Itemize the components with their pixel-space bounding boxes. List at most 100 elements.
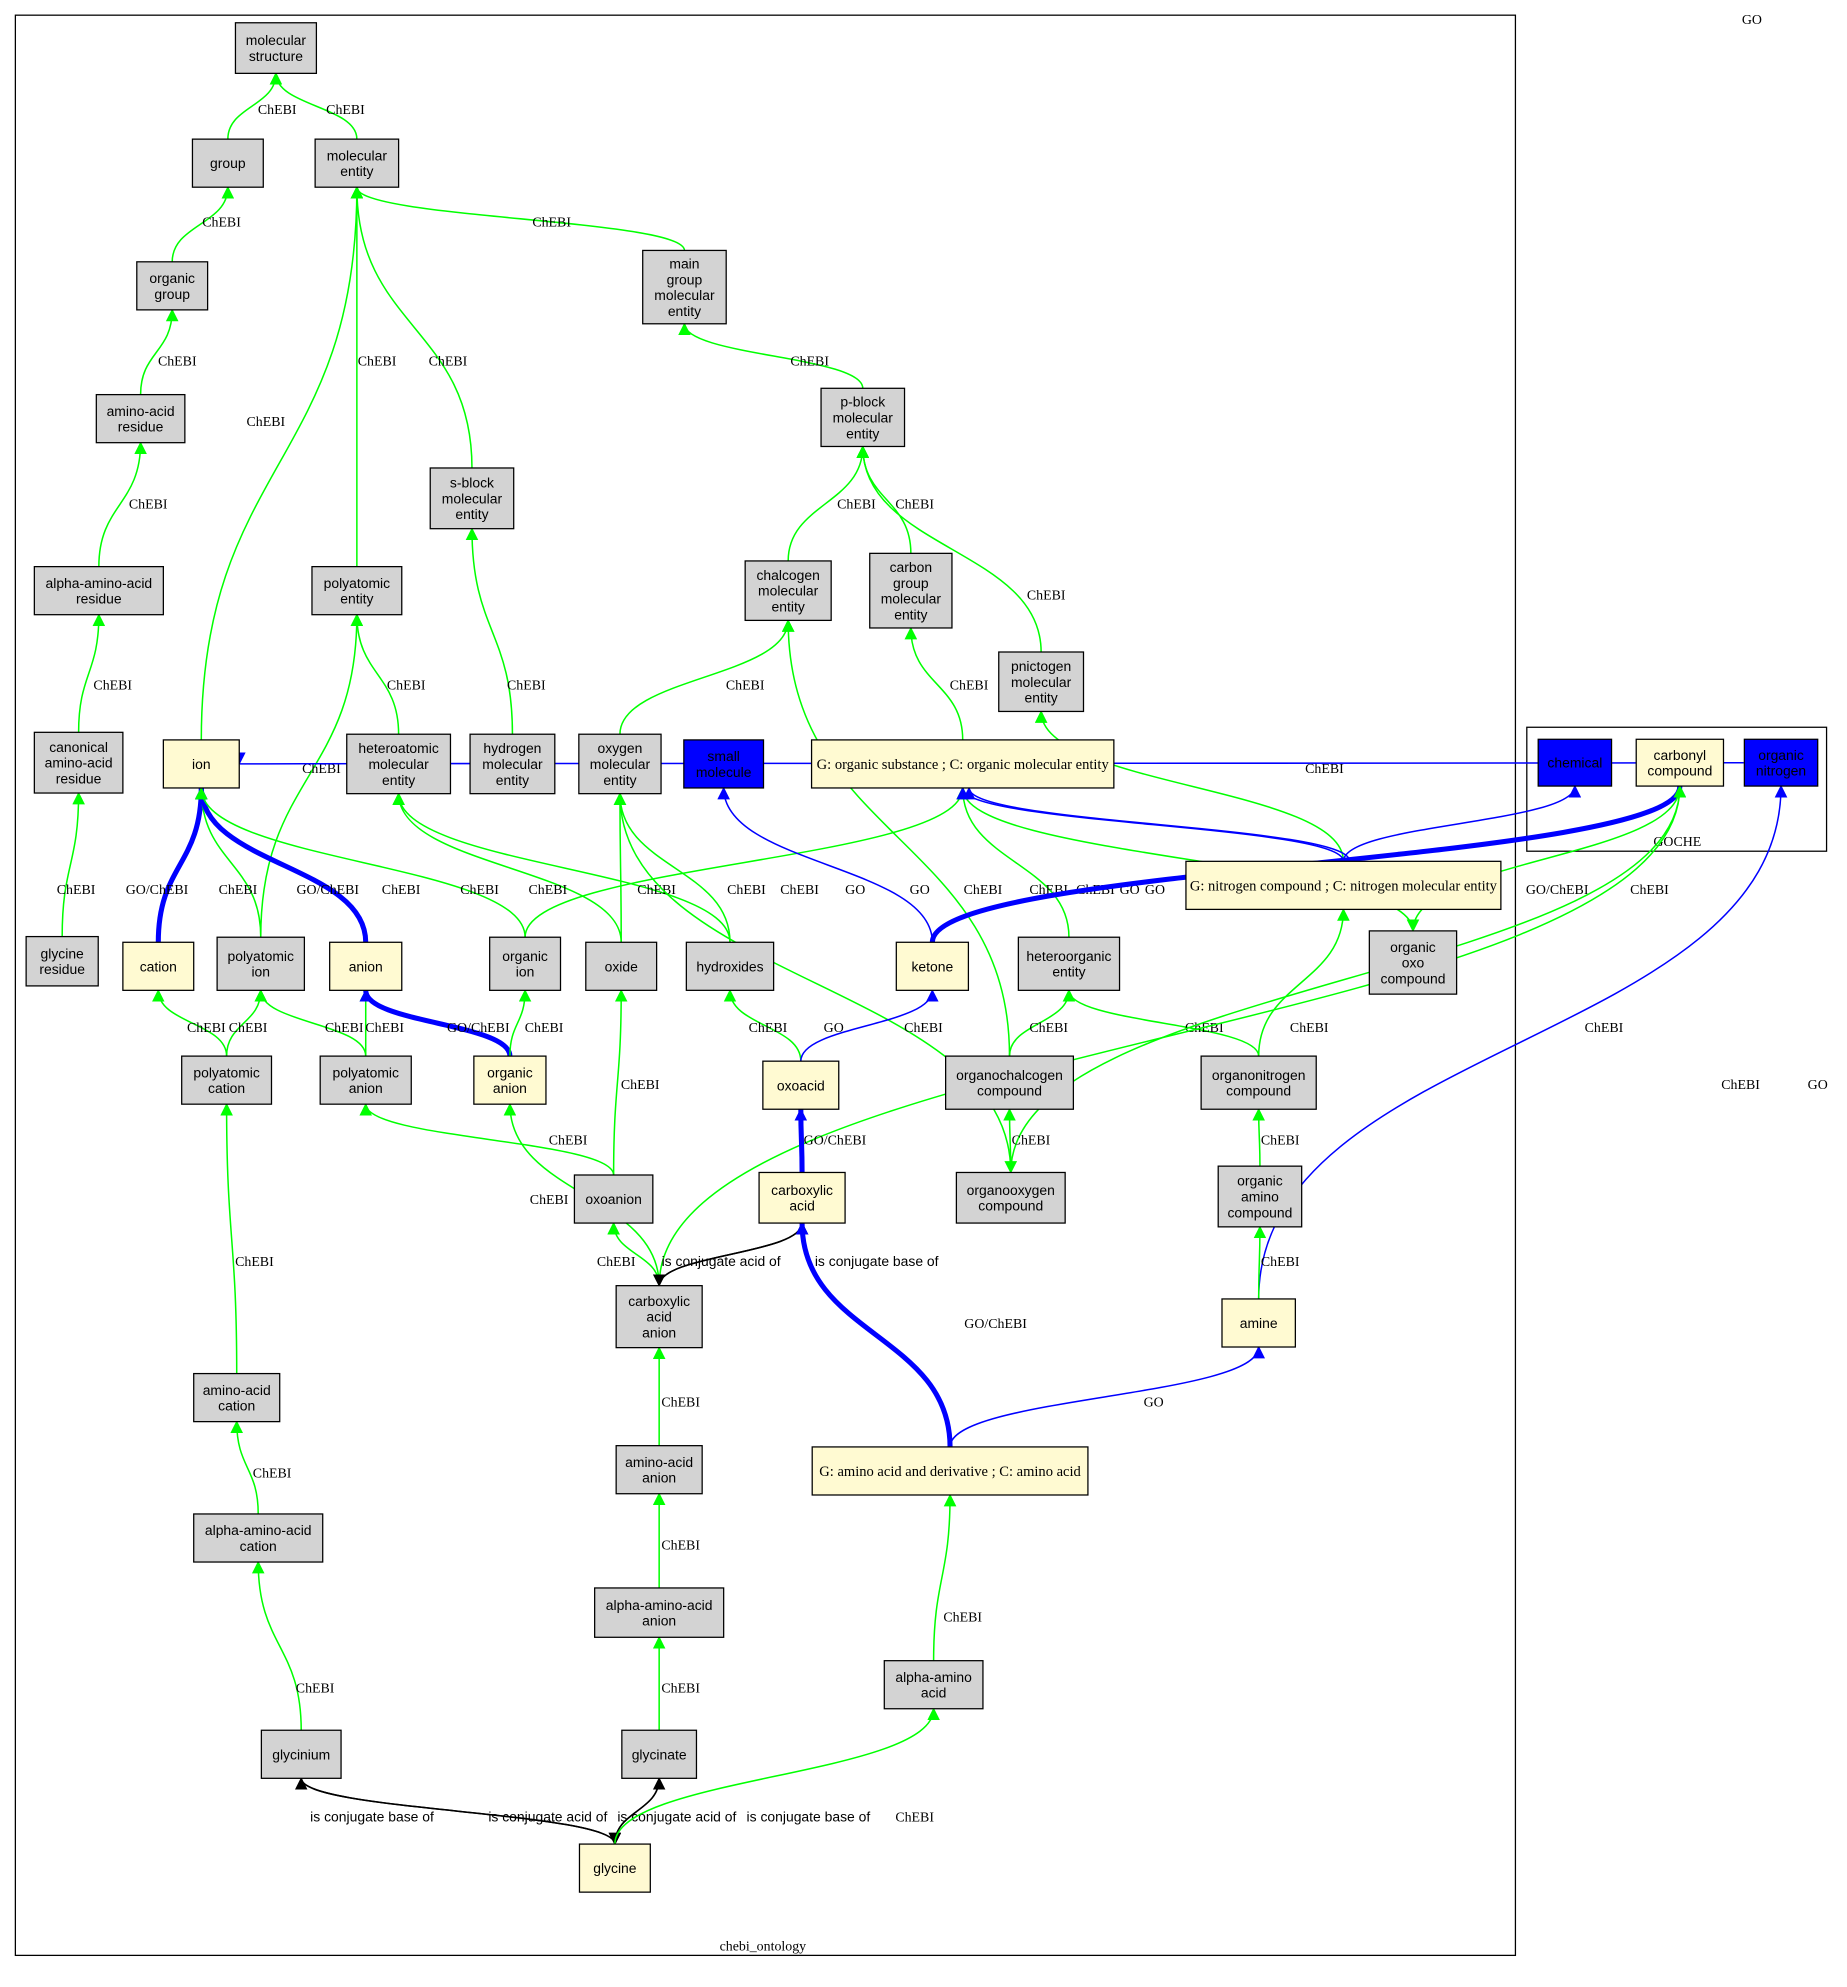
- node-box[interactable]: [319, 1055, 412, 1105]
- node-box[interactable]: [469, 733, 556, 795]
- node-box[interactable]: [869, 552, 953, 629]
- node-box[interactable]: [895, 941, 970, 991]
- node-box[interactable]: [162, 739, 240, 789]
- node-box[interactable]: [811, 1446, 1089, 1496]
- node-box[interactable]: [810, 739, 1115, 789]
- node-nitrocomp[interactable]: G: nitrogen compound ; C: nitrogen molec…: [1185, 860, 1502, 911]
- node-box[interactable]: [191, 138, 264, 188]
- node-box[interactable]: [33, 731, 124, 794]
- node-glycinate[interactable]: glycinate: [621, 1729, 698, 1779]
- node-box[interactable]: [762, 1060, 840, 1110]
- node-ketone[interactable]: ketone: [895, 941, 970, 991]
- node-box[interactable]: [955, 1171, 1066, 1224]
- node-box[interactable]: [1200, 1055, 1317, 1110]
- node-glycine[interactable]: glycine: [578, 1843, 651, 1893]
- node-box[interactable]: [1217, 1165, 1303, 1228]
- node-box[interactable]: [122, 941, 195, 991]
- node-box[interactable]: [642, 249, 727, 325]
- node-box[interactable]: [998, 651, 1085, 713]
- node-box[interactable]: [1635, 738, 1725, 787]
- node-box[interactable]: [744, 560, 832, 622]
- node-box[interactable]: [594, 1587, 725, 1638]
- node-oxide[interactable]: oxide: [585, 941, 658, 991]
- node-box[interactable]: [615, 1445, 703, 1495]
- node-box[interactable]: [181, 1055, 273, 1105]
- node-glycinium[interactable]: glycinium: [260, 1729, 342, 1779]
- node-box[interactable]: [578, 733, 662, 795]
- node-group[interactable]: group: [191, 138, 264, 188]
- node-box[interactable]: [346, 733, 452, 795]
- node-amine[interactable]: amine: [1221, 1298, 1296, 1348]
- node-box[interactable]: [429, 467, 515, 530]
- node-box[interactable]: [945, 1055, 1075, 1110]
- node-box[interactable]: [329, 941, 403, 991]
- node-box[interactable]: [33, 565, 164, 616]
- node-box[interactable]: [585, 941, 658, 991]
- node-cation[interactable]: cation: [122, 941, 195, 991]
- node-box[interactable]: [883, 1660, 984, 1710]
- node-box[interactable]: [1221, 1298, 1296, 1348]
- node-box[interactable]: [234, 22, 318, 74]
- node-box[interactable]: [314, 138, 400, 188]
- node-box[interactable]: [260, 1729, 342, 1779]
- node-ion[interactable]: ion: [162, 739, 240, 789]
- node-oxoacid[interactable]: oxoacid: [762, 1060, 840, 1110]
- node-orgsubst[interactable]: G: organic substance ; C: organic molecu…: [810, 739, 1115, 789]
- node-box[interactable]: [621, 1729, 698, 1779]
- node-box[interactable]: [685, 941, 775, 991]
- node-box[interactable]: [1743, 738, 1819, 787]
- node-box[interactable]: [193, 1513, 324, 1563]
- node-box[interactable]: [95, 393, 186, 444]
- node-box[interactable]: [683, 739, 765, 789]
- node-box[interactable]: [758, 1171, 846, 1224]
- node-box[interactable]: [615, 1285, 703, 1349]
- node-box[interactable]: [1537, 738, 1613, 787]
- node-box[interactable]: [1017, 936, 1121, 991]
- node-anion[interactable]: anion: [329, 941, 403, 991]
- node-box[interactable]: [1185, 860, 1502, 911]
- node-box[interactable]: [216, 936, 306, 991]
- node-hydroxides[interactable]: hydroxides: [685, 941, 775, 991]
- node-box[interactable]: [136, 261, 209, 311]
- node-aminoacid[interactable]: G: amino acid and derivative ; C: amino …: [811, 1446, 1089, 1496]
- node-box[interactable]: [1368, 930, 1458, 995]
- node-box[interactable]: [473, 1055, 547, 1105]
- node-oxoanion[interactable]: oxoanion: [573, 1174, 654, 1224]
